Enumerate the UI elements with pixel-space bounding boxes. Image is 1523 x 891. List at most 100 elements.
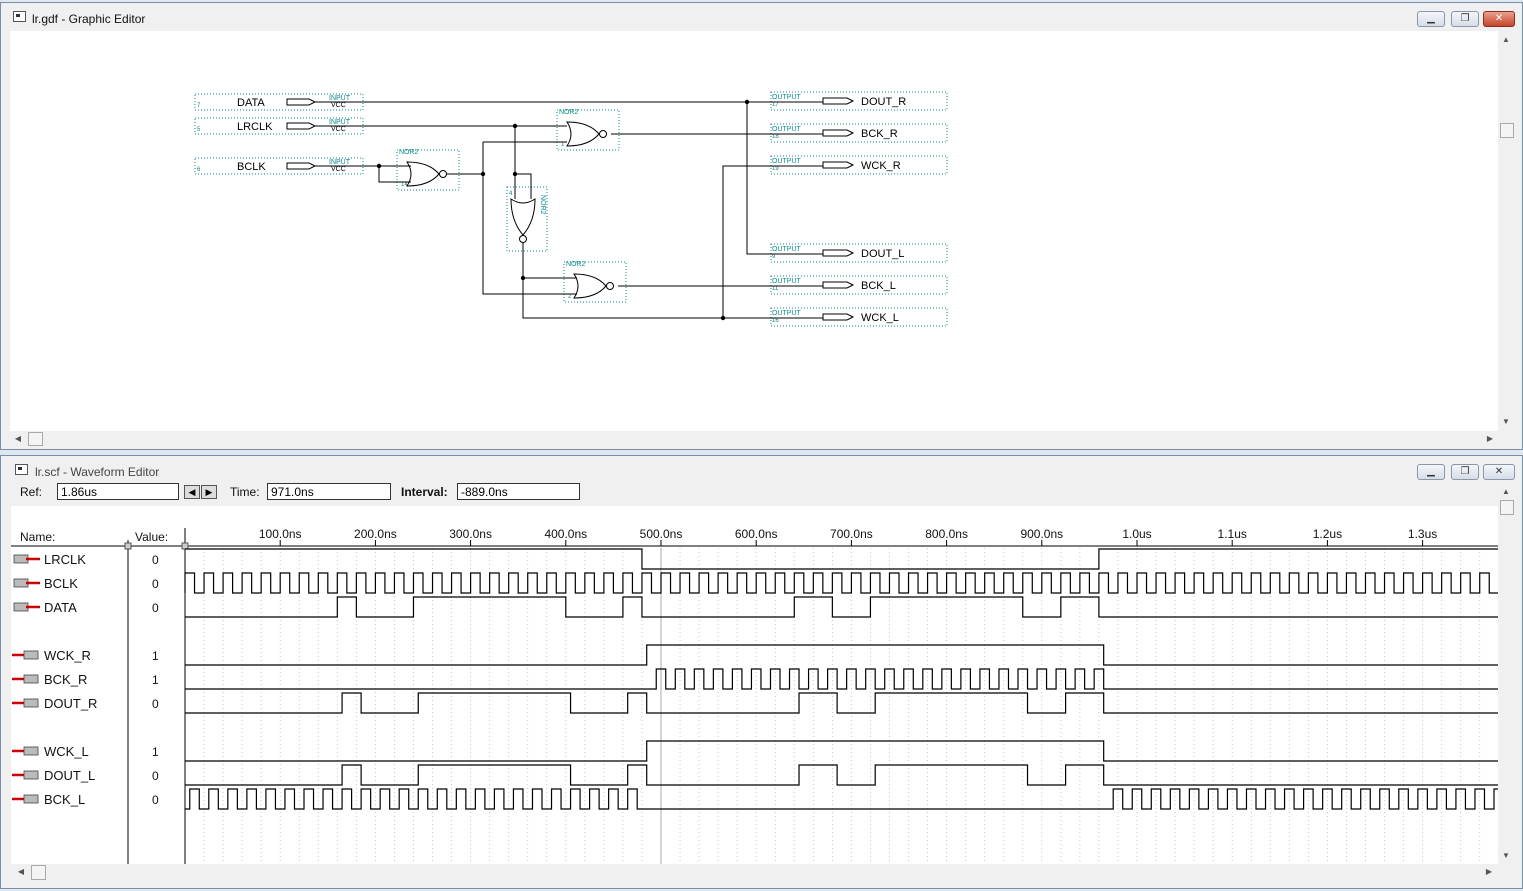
graphic-horizontal-scrollbar[interactable]: ◀ ▶ [10, 431, 1498, 448]
waveform-editor-title: lr.scf - Waveform Editor [35, 465, 160, 479]
svg-text:BCK_R: BCK_R [861, 128, 898, 140]
svg-text:OUTPUT: OUTPUT [772, 94, 802, 101]
tick-label: 1.3us [1408, 527, 1437, 541]
graphic-editor-titlebar[interactable]: lr.gdf - Graphic Editor ▁ ❐ ✕ [1, 3, 1522, 31]
wf-scroll-left-arrow-icon[interactable]: ◀ [17, 867, 25, 876]
signal-name: WCK_R [44, 648, 91, 663]
wf-scroll-down-arrow-icon[interactable]: ▼ [1502, 851, 1510, 860]
svg-text:INPUT: INPUT [329, 95, 351, 102]
svg-text:16: 16 [772, 318, 779, 324]
next-transition-button[interactable]: ▶ [201, 485, 217, 499]
svg-text:VCC: VCC [331, 126, 346, 133]
wf-close-button[interactable]: ✕ [1483, 464, 1515, 480]
svg-text:INPUT: INPUT [329, 119, 351, 126]
signal-waveform [185, 740, 1498, 762]
time-input[interactable]: 971.0ns [267, 483, 391, 500]
maximize-button[interactable]: ❐ [1451, 11, 1479, 27]
svg-text:6: 6 [197, 167, 201, 173]
tick-label: 200.0ns [354, 527, 397, 541]
svg-text:19: 19 [772, 166, 779, 172]
signal-waveform [185, 644, 1498, 666]
signal-value: 0 [152, 697, 159, 711]
signal-value: 0 [152, 601, 159, 615]
ref-input[interactable]: 1.86us [57, 483, 179, 500]
tick-label: 900.0ns [1020, 527, 1063, 541]
prev-transition-button[interactable]: ◀ [184, 485, 200, 499]
graphic-vertical-scrollbar[interactable]: ▲ ▼ [1498, 31, 1515, 431]
close-button[interactable]: ✕ [1483, 11, 1515, 27]
svg-text:17: 17 [772, 102, 779, 108]
svg-text:LRCLK: LRCLK [237, 121, 273, 133]
signal-waveform [185, 788, 1498, 810]
wf-maximize-button[interactable]: ❐ [1451, 464, 1479, 480]
document-icon [13, 11, 26, 22]
wf-scroll-right-arrow-icon[interactable]: ▶ [1485, 867, 1493, 876]
minimize-button[interactable]: ▁ [1417, 11, 1445, 27]
tick-label: 100.0ns [259, 527, 302, 541]
signal-value: 1 [152, 673, 159, 687]
wf-scroll-up-arrow-icon[interactable]: ▲ [1502, 487, 1510, 496]
waveform-vertical-scrollbar[interactable]: ▲ ▼ [1498, 483, 1515, 864]
scroll-up-arrow-icon[interactable]: ▲ [1502, 35, 1510, 44]
signal-waveform [185, 764, 1498, 786]
value-column-handle [124, 542, 132, 550]
output-signal-icon [12, 794, 39, 804]
signal-name: WCK_L [44, 744, 89, 759]
signal-waveform [185, 692, 1498, 714]
scroll-right-arrow-icon[interactable]: ▶ [1486, 434, 1494, 443]
input-signal-icon [13, 578, 40, 588]
time-grid [203, 548, 1481, 864]
signal-value: 0 [152, 577, 159, 591]
wf-minimize-button[interactable]: ▁ [1417, 464, 1445, 480]
tick-label: 1.2us [1313, 527, 1342, 541]
waveform-column-handle [181, 542, 189, 550]
signal-waveform [184, 572, 1498, 594]
tick-label: 700.0ns [830, 527, 873, 541]
wf-horizontal-scroll-thumb[interactable] [31, 865, 46, 880]
vertical-scroll-thumb[interactable] [1500, 123, 1514, 138]
input-signal-icon [13, 554, 40, 564]
input-signal-icon [13, 602, 40, 612]
signal-value: 0 [152, 769, 159, 783]
ref-label: Ref: [20, 485, 43, 499]
svg-text:NOR2: NOR2 [399, 149, 419, 156]
svg-text:4: 4 [509, 191, 513, 197]
scroll-left-arrow-icon[interactable]: ◀ [14, 434, 22, 443]
svg-text:VCC: VCC [331, 102, 346, 109]
svg-text:2: 2 [568, 294, 572, 300]
horizontal-scroll-thumb[interactable] [28, 432, 43, 446]
tick-label: 1.1us [1218, 527, 1247, 541]
wf-vertical-scroll-thumb[interactable] [1500, 500, 1514, 515]
tick-label: 600.0ns [735, 527, 778, 541]
svg-text:14: 14 [401, 182, 408, 188]
scroll-down-arrow-icon[interactable]: ▼ [1502, 417, 1510, 426]
svg-text:NOR2: NOR2 [566, 261, 586, 268]
waveform-horizontal-scrollbar[interactable]: ◀ ▶ [11, 864, 1498, 881]
output-signal-icon [12, 674, 39, 684]
signal-value: 1 [152, 745, 159, 759]
output-signal-icon [12, 770, 39, 780]
svg-text:DATA: DATA [237, 97, 265, 109]
waveform-editor-titlebar[interactable]: lr.scf - Waveform Editor ▁ ❐ ✕ [1, 456, 1522, 484]
signal-name: DOUT_R [44, 696, 97, 711]
signal-row-dout-r: DOUT_R 0 [12, 692, 1498, 714]
interval-input[interactable]: -889.0ns [457, 483, 580, 500]
signal-waveform [185, 668, 1498, 690]
signal-waveform [185, 548, 1498, 570]
svg-text:WCK_L: WCK_L [861, 312, 899, 324]
